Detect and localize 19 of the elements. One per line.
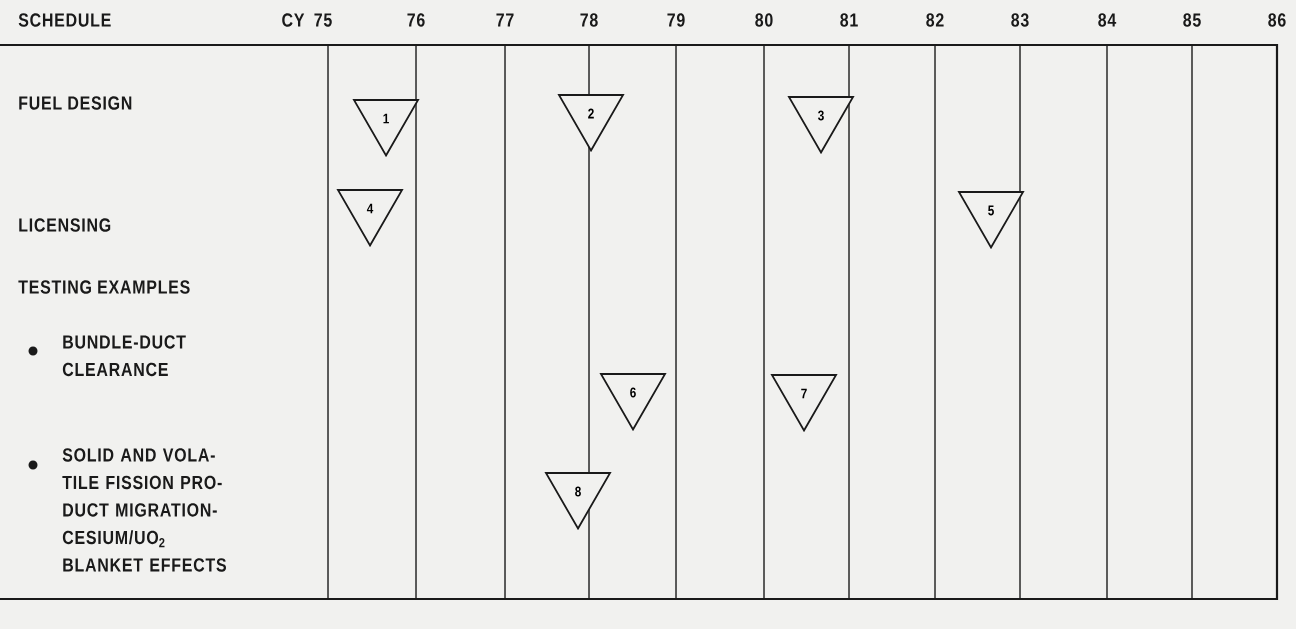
column-heading: CY — [282, 13, 305, 27]
year-label: 85 — [1183, 13, 1201, 27]
row-label: TESTING EXAMPLES — [18, 280, 190, 294]
year-label: 75 — [314, 13, 332, 27]
row-label: FUEL DESIGN — [19, 96, 132, 110]
year-label: 76 — [407, 13, 425, 27]
year-label: 81 — [840, 13, 858, 27]
year-label: 78 — [580, 13, 598, 27]
year-label: 77 — [496, 13, 514, 27]
row-label: SOLID AND VOLA- TILE FISSION PRO- DUCT MIGRATION- CESIUM/UO$_{2}$ BLANKET EFFECTS — [62, 448, 226, 572]
year-label: 83 — [1011, 13, 1029, 27]
year-label: 84 — [1098, 13, 1117, 27]
row-label: BUNDLE-DUCT CLEARANCE — [62, 335, 186, 377]
year-label: 82 — [926, 13, 944, 27]
column-heading: SCHEDULE — [18, 13, 111, 27]
year-label: 80 — [755, 13, 773, 27]
row-label: LICENSING — [19, 218, 111, 232]
year-label: 79 — [667, 13, 685, 27]
year-label: 86 — [1268, 13, 1286, 27]
